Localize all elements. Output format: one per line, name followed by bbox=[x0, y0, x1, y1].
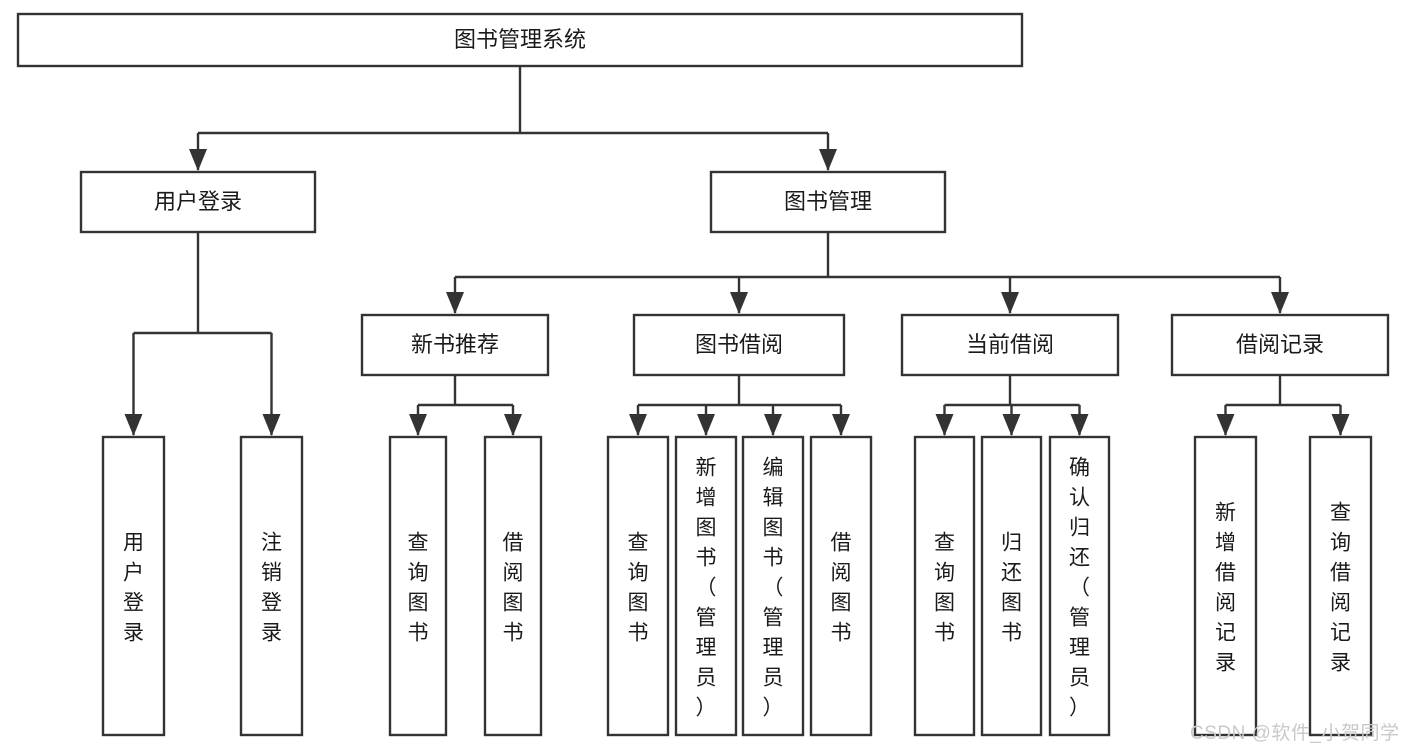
node-leaf-query-borrow-record[interactable]: 查询借阅记录 bbox=[1308, 435, 1373, 737]
arrow-head bbox=[124, 414, 143, 436]
node-box-user-login bbox=[79, 170, 317, 234]
edge-group-root bbox=[189, 66, 837, 171]
node-label-leaf-add-borrow-record: 新增借阅记录 bbox=[1215, 501, 1236, 674]
node-leaf-edit-book[interactable]: 编辑图书（管理员） bbox=[741, 435, 805, 737]
node-current-borrow[interactable]: 当前借阅 bbox=[900, 313, 1120, 377]
edge-group-user-login bbox=[124, 232, 281, 436]
arrow-head bbox=[935, 414, 954, 436]
node-leaf-add-borrow-record[interactable]: 新增借阅记录 bbox=[1193, 435, 1258, 737]
node-label-leaf-query-borrow-record: 查询借阅记录 bbox=[1330, 501, 1351, 674]
node-book-borrow[interactable]: 图书借阅 bbox=[632, 313, 846, 377]
edge-group-book-manage bbox=[446, 232, 1289, 314]
node-leaf-add-book[interactable]: 新增图书（管理员） bbox=[674, 435, 738, 737]
arrow-head bbox=[1271, 292, 1289, 314]
arrow-head bbox=[730, 292, 748, 314]
node-label-leaf-return-book: 归还图书 bbox=[1001, 531, 1022, 644]
arrow-head bbox=[1070, 414, 1089, 436]
node-box-current-borrow bbox=[900, 313, 1120, 377]
node-box-leaf-edit-book bbox=[741, 435, 805, 737]
node-label-book-manage: 图书管理 bbox=[784, 189, 872, 214]
node-box-leaf-borrow-book-2 bbox=[809, 435, 873, 737]
node-label-leaf-confirm-return: 确认归还（管理员） bbox=[1069, 456, 1090, 719]
node-leaf-user-logout[interactable]: 注销登录 bbox=[239, 435, 304, 737]
arrow-head bbox=[409, 414, 427, 436]
node-root[interactable]: 图书管理系统 bbox=[16, 12, 1024, 68]
node-label-leaf-borrow-book-1: 借阅图书 bbox=[503, 531, 524, 644]
node-label-user-login: 用户登录 bbox=[154, 189, 242, 214]
node-leaf-user-login[interactable]: 用户登录 bbox=[101, 435, 166, 737]
node-box-leaf-confirm-return bbox=[1048, 435, 1111, 737]
arrow-head bbox=[446, 292, 464, 314]
node-box-root bbox=[16, 12, 1024, 68]
node-label-borrow-record: 借阅记录 bbox=[1236, 332, 1324, 357]
arrow-head bbox=[1331, 414, 1350, 436]
arrow-head bbox=[189, 149, 207, 171]
arrow-head bbox=[764, 414, 782, 436]
arrow-head bbox=[1002, 414, 1021, 436]
node-box-leaf-borrow-book-1 bbox=[483, 435, 543, 737]
node-layer: 图书管理系统用户登录图书管理新书推荐图书借阅当前借阅借阅记录用户登录注销登录查询… bbox=[16, 12, 1390, 737]
arrow-head bbox=[262, 414, 281, 436]
node-label-leaf-user-login: 用户登录 bbox=[123, 531, 144, 644]
node-borrow-record[interactable]: 借阅记录 bbox=[1170, 313, 1390, 377]
node-label-current-borrow: 当前借阅 bbox=[966, 332, 1054, 357]
arrow-head bbox=[819, 149, 837, 171]
arrow-head bbox=[1216, 414, 1235, 436]
node-box-borrow-record bbox=[1170, 313, 1390, 377]
node-box-leaf-return-book bbox=[980, 435, 1043, 737]
node-label-leaf-query-book-1: 查询图书 bbox=[408, 531, 429, 644]
edge-group-new-book-recommend bbox=[409, 375, 522, 436]
node-label-leaf-user-logout: 注销登录 bbox=[261, 531, 282, 644]
node-box-leaf-user-logout bbox=[239, 435, 304, 737]
node-label-leaf-add-book: 新增图书（管理员） bbox=[696, 456, 717, 719]
node-box-leaf-user-login bbox=[101, 435, 166, 737]
node-box-new-book-recommend bbox=[360, 313, 550, 377]
node-user-login[interactable]: 用户登录 bbox=[79, 170, 317, 234]
node-label-new-book-recommend: 新书推荐 bbox=[411, 332, 499, 357]
node-leaf-borrow-book-2[interactable]: 借阅图书 bbox=[809, 435, 873, 737]
node-box-leaf-query-book-2 bbox=[606, 435, 670, 737]
node-label-leaf-query-book-3: 查询图书 bbox=[934, 531, 955, 644]
node-box-leaf-query-book-1 bbox=[388, 435, 448, 737]
arrow-head bbox=[1001, 292, 1019, 314]
arrow-head bbox=[504, 414, 522, 436]
edge-group-borrow-record bbox=[1216, 375, 1350, 436]
node-leaf-query-book-3[interactable]: 查询图书 bbox=[913, 435, 976, 737]
connector-layer bbox=[124, 66, 1350, 436]
arrow-head bbox=[832, 414, 850, 436]
node-new-book-recommend[interactable]: 新书推荐 bbox=[360, 313, 550, 377]
node-box-book-manage bbox=[709, 170, 947, 234]
node-leaf-query-book-2[interactable]: 查询图书 bbox=[606, 435, 670, 737]
edge-group-book-borrow bbox=[629, 375, 850, 436]
node-box-leaf-query-borrow-record bbox=[1308, 435, 1373, 737]
node-label-book-borrow: 图书借阅 bbox=[695, 332, 783, 357]
node-box-leaf-query-book-3 bbox=[913, 435, 976, 737]
node-book-manage[interactable]: 图书管理 bbox=[709, 170, 947, 234]
node-label-leaf-borrow-book-2: 借阅图书 bbox=[831, 531, 852, 644]
node-leaf-confirm-return[interactable]: 确认归还（管理员） bbox=[1048, 435, 1111, 737]
node-label-root: 图书管理系统 bbox=[454, 27, 586, 52]
arrow-head bbox=[629, 414, 647, 436]
node-label-leaf-edit-book: 编辑图书（管理员） bbox=[763, 456, 784, 719]
node-box-book-borrow bbox=[632, 313, 846, 377]
arrow-head bbox=[697, 414, 715, 436]
node-leaf-return-book[interactable]: 归还图书 bbox=[980, 435, 1043, 737]
node-box-leaf-add-borrow-record bbox=[1193, 435, 1258, 737]
node-leaf-borrow-book-1[interactable]: 借阅图书 bbox=[483, 435, 543, 737]
edge-group-current-borrow bbox=[935, 375, 1089, 436]
node-leaf-query-book-1[interactable]: 查询图书 bbox=[388, 435, 448, 737]
node-box-leaf-add-book bbox=[674, 435, 738, 737]
node-label-leaf-query-book-2: 查询图书 bbox=[628, 531, 649, 644]
